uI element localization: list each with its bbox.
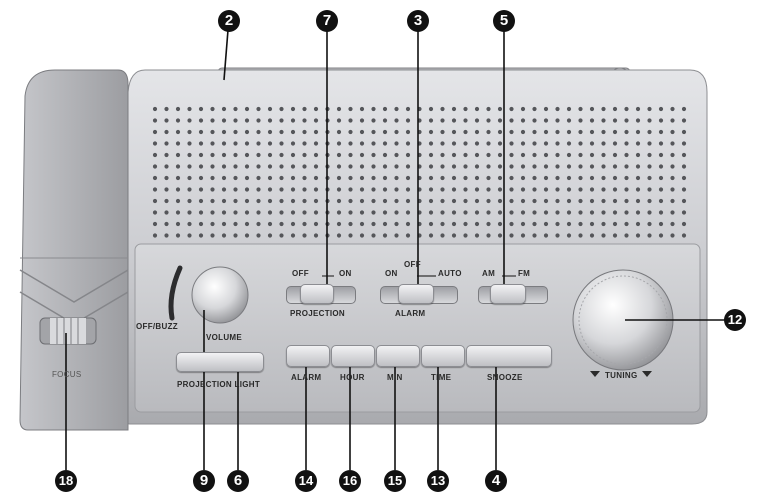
callout-3: 3 xyxy=(407,10,429,32)
alarm-button xyxy=(286,345,330,367)
focus-label: FOCUS xyxy=(52,370,82,379)
callout-14: 14 xyxy=(295,470,317,492)
callout-18: 18 xyxy=(55,470,77,492)
projection-switch-knob xyxy=(300,284,334,304)
callout-9: 9 xyxy=(193,470,215,492)
volume-label: VOLUME xyxy=(206,333,243,342)
alarm-switch-knob xyxy=(398,284,434,304)
callout-7: 7 xyxy=(316,10,338,32)
min-button xyxy=(376,345,420,367)
am-label: AM xyxy=(482,269,496,278)
band-switch-knob xyxy=(490,284,526,304)
callout-4: 4 xyxy=(485,470,507,492)
alarm-auto-label: AUTO xyxy=(438,269,462,278)
min-button-label: MIN xyxy=(387,373,403,382)
callout-13: 13 xyxy=(427,470,449,492)
hour-button-label: HOUR xyxy=(340,373,365,382)
tuning-label: TUNING xyxy=(605,371,638,380)
callout-15: 15 xyxy=(384,470,406,492)
hour-button xyxy=(331,345,375,367)
callout-2: 2 xyxy=(218,10,240,32)
volume-knob xyxy=(191,266,249,324)
callout-5: 5 xyxy=(493,10,515,32)
time-button-label: TIME xyxy=(431,373,452,382)
focus-wheel xyxy=(39,317,97,345)
time-button xyxy=(421,345,465,367)
projection-on-label: ON xyxy=(339,269,352,278)
projection-light-label: PROJECTION LIGHT xyxy=(177,380,261,389)
callout-6: 6 xyxy=(227,470,249,492)
alarm-on-label: ON xyxy=(385,269,398,278)
alarm-button-label: ALARM xyxy=(291,373,322,382)
leader-lines xyxy=(65,29,725,470)
volume-arc xyxy=(168,265,183,321)
speaker-grille xyxy=(150,100,690,240)
projection-off-label: OFF xyxy=(292,269,309,278)
alarm-off-label: OFF xyxy=(404,260,421,269)
fm-label: FM xyxy=(518,269,531,278)
off-buzz-label: OFF/BUZZ xyxy=(136,322,178,331)
tuning-left-arrow xyxy=(590,371,600,377)
snooze-button-label: SNOOZE xyxy=(487,373,523,382)
projection-light-button xyxy=(176,352,264,372)
snooze-button xyxy=(466,345,552,367)
alarm-switch-label: ALARM xyxy=(395,309,426,318)
callout-12: 12 xyxy=(724,309,746,331)
callout-16: 16 xyxy=(339,470,361,492)
projection-switch-label: PROJECTION xyxy=(290,309,346,318)
tuning-right-arrow xyxy=(642,371,652,377)
